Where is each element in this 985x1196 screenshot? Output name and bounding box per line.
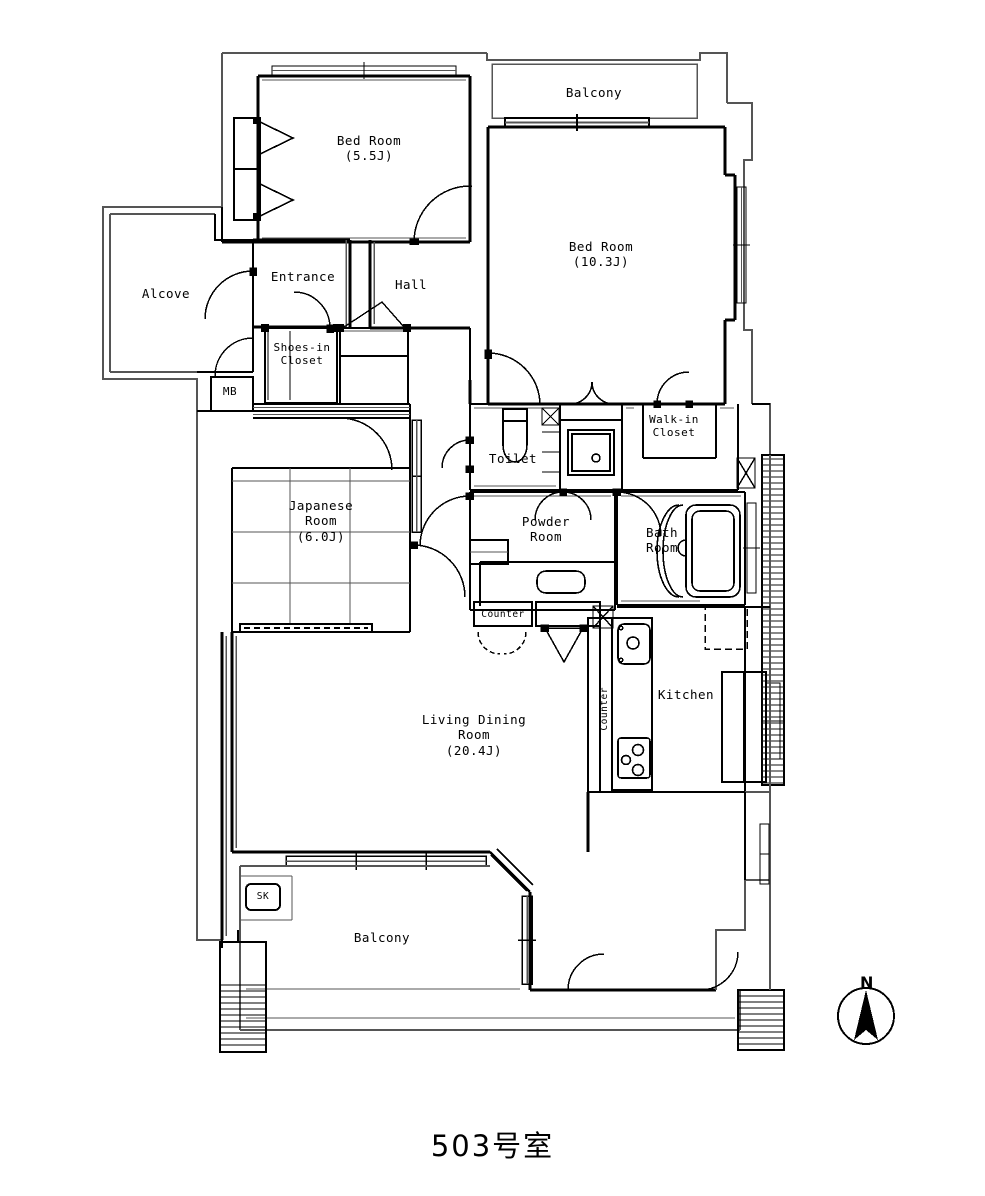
living-dining-walls [220,632,716,992]
door-meter-box [214,337,254,377]
closet-bedroom-small [232,116,262,222]
hall-thin [345,240,375,328]
page-title: 503号室 [430,1129,555,1163]
stair-hatch-right [737,989,785,1051]
double-door-to-corridor [569,381,615,405]
door-alcove [204,267,257,320]
outer-thin-outline [102,52,771,941]
counter-left-doors [477,631,527,655]
sliding-door-japanese-east [411,419,422,533]
door-balcony-south-east [567,953,605,991]
living-thin-lines [225,636,237,936]
door-service-east [699,951,739,991]
window-service-east [759,823,770,885]
refrigerator-space [704,606,748,650]
powder-room-closet [469,539,509,565]
window-living-corner-diagonal [490,848,534,892]
kitchen-stove [617,737,651,779]
basin-fixture [567,429,615,476]
bathtub [656,504,741,598]
east-service-outline [715,455,771,990]
meter-box [209,375,255,413]
door-powder-room-north [534,488,592,521]
japanese-room-sill [239,623,373,633]
alcove-walls [109,213,215,373]
window-bath [743,502,760,594]
folding-door-hall-closet [343,301,405,328]
folding-door-bedroom-small [253,117,295,220]
service-kitchen-box [245,883,281,911]
window-living-east [518,895,536,985]
hatched-east-wall [761,454,785,786]
corridor-walls [253,402,412,420]
stair-hatch-left [219,930,267,1053]
kitchen-storage-detail [762,682,784,760]
door-walk-in-closet [653,371,693,408]
door-hall-to-japanese-room [339,417,393,471]
door-toilet [441,436,474,473]
alcove-structural [197,214,255,374]
compass-rose [837,987,895,1045]
door-powder-room-west [419,492,474,547]
walk-in-closet-walls [620,404,740,492]
counter-left-box [473,601,601,627]
door-japanese-to-living [409,541,466,598]
cabinet-pull-symbol [540,624,588,664]
toilet-shelf [541,407,560,473]
compass-north-label: N [860,973,874,992]
east-service-walls [743,402,770,880]
shaft-box-kitchen [592,605,614,629]
misc-structure [197,207,472,948]
door-bedroom-main-to-hall [484,349,541,406]
sk-surround [240,875,293,921]
shaft-box-upper [736,457,756,489]
door-bedroom-small-to-hall [409,185,472,245]
window-bedroom-main-east [733,186,750,304]
kitchen-sink [617,623,651,665]
window-bedroom-small [271,62,457,79]
bedroom-small-inner [262,79,466,239]
toilet-fixture [502,408,528,463]
tatami-grid [232,468,410,632]
door-bath-room [612,488,662,537]
vanity-counter [479,561,615,606]
